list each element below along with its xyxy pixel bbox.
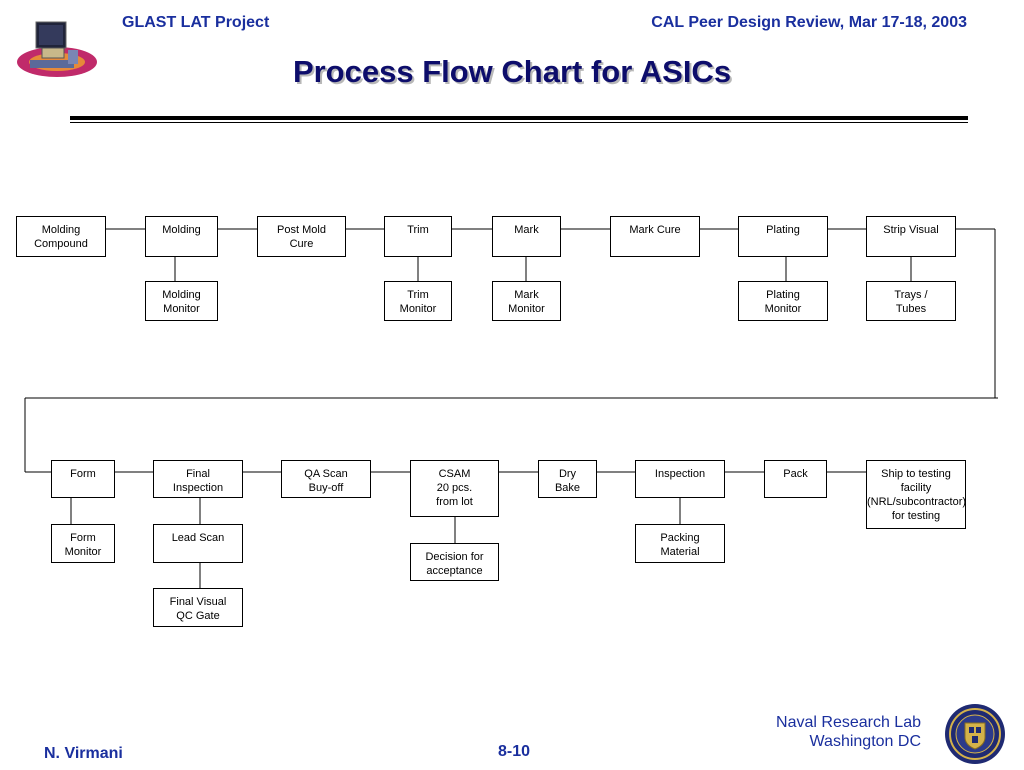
step-qa-scan: QA Scan Buy-off [281, 460, 371, 498]
nrl-seal-icon [943, 703, 1007, 770]
sub-decision-for-acceptance: Decision for acceptance [410, 543, 499, 581]
project-name: GLAST LAT Project [122, 14, 270, 31]
step-final-inspection: Final Inspection [153, 460, 243, 498]
step-trim: Trim [384, 216, 452, 257]
sub-molding-monitor: Molding Monitor [145, 281, 218, 321]
footer-page-number: 8-10 [498, 743, 531, 760]
step-ship-to-testing: Ship to testing facility (NRL/subcontrac… [866, 460, 966, 529]
step-strip-visual: Strip Visual [866, 216, 956, 257]
sub-trays-tubes: Trays / Tubes [866, 281, 956, 321]
sub-lead-scan: Lead Scan [153, 524, 243, 563]
footer-author: N. Virmani [44, 745, 123, 762]
step-molding: Molding [145, 216, 218, 257]
sub-packing-material: Packing Material [635, 524, 725, 563]
step-post-mold-cure: Post Mold Cure [257, 216, 346, 257]
footer-organization: Naval Research Lab Washington DC [776, 714, 921, 750]
review-name: CAL Peer Design Review, Mar 17-18, 2003 [651, 14, 967, 31]
sub-plating-monitor: Plating Monitor [738, 281, 828, 321]
page-title: Process Flow Chart for ASICs [292, 54, 732, 89]
step-mark-cure: Mark Cure [610, 216, 700, 257]
step-dry-bake: Dry Bake [538, 460, 597, 498]
step-inspection: Inspection [635, 460, 725, 498]
step-plating: Plating [738, 216, 828, 257]
title-rule [70, 116, 968, 120]
step-pack: Pack [764, 460, 827, 498]
step-form: Form [51, 460, 115, 498]
sub-mark-monitor: Mark Monitor [492, 281, 561, 321]
step-molding-compound: Molding Compound [16, 216, 106, 257]
step-mark: Mark [492, 216, 561, 257]
sub-final-visual-qc-gate: Final Visual QC Gate [153, 588, 243, 627]
sub-trim-monitor: Trim Monitor [384, 281, 452, 321]
title-rule-thin [70, 122, 968, 123]
glast-satellite-logo [12, 18, 102, 91]
sub-form-monitor: Form Monitor [51, 524, 115, 563]
step-csam: CSAM 20 pcs. from lot [410, 460, 499, 517]
